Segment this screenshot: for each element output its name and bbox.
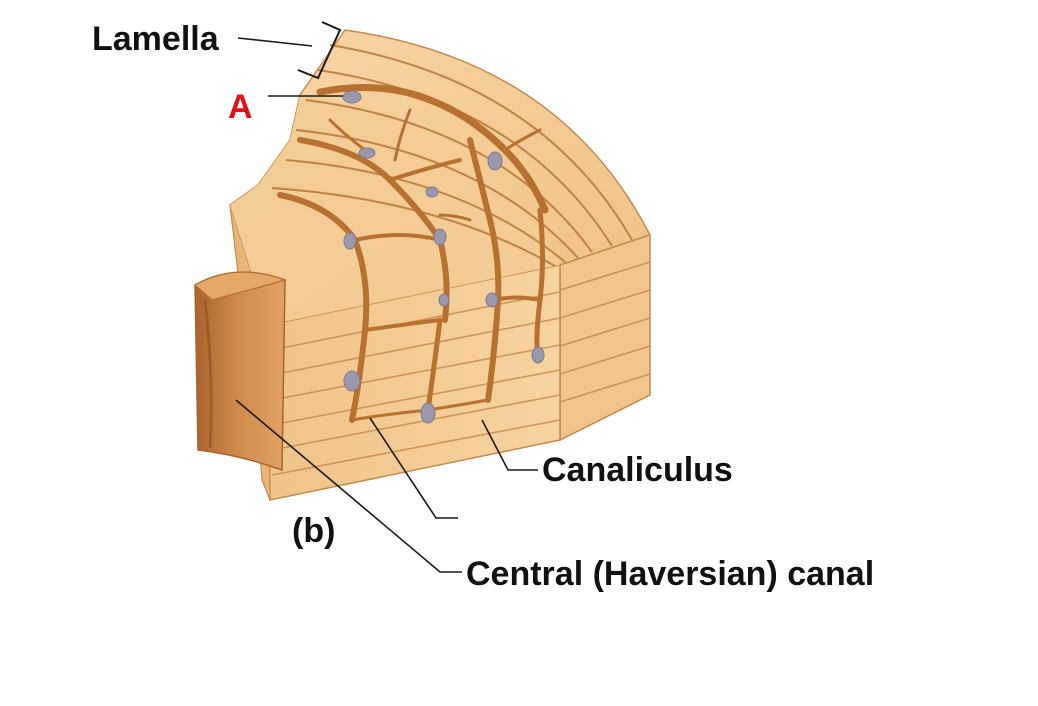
side-lamellae-lines xyxy=(559,261,651,403)
lamella-label: Lamella xyxy=(92,20,220,58)
lamellae-cut-region xyxy=(230,95,560,325)
lamella-bracket xyxy=(297,21,342,80)
central-canal-shape xyxy=(193,271,287,472)
canaliculus-label: Canaliculus xyxy=(542,451,733,489)
canal-rim xyxy=(193,271,287,301)
canaliculi-network xyxy=(277,84,549,423)
canal-outer xyxy=(194,271,286,472)
central-canal-label: Central (Haversian) canal xyxy=(466,555,874,593)
label-a: A xyxy=(228,88,253,126)
lamella-leader xyxy=(237,37,313,47)
lacuna-leader xyxy=(369,417,458,519)
canal-inner-shadow xyxy=(203,299,213,449)
lacunae xyxy=(342,90,545,424)
canaliculus-leader xyxy=(481,419,538,471)
front-lamellae-lines xyxy=(271,291,561,476)
central-canal-leader xyxy=(235,399,462,573)
panel-label: (b) xyxy=(292,512,335,550)
